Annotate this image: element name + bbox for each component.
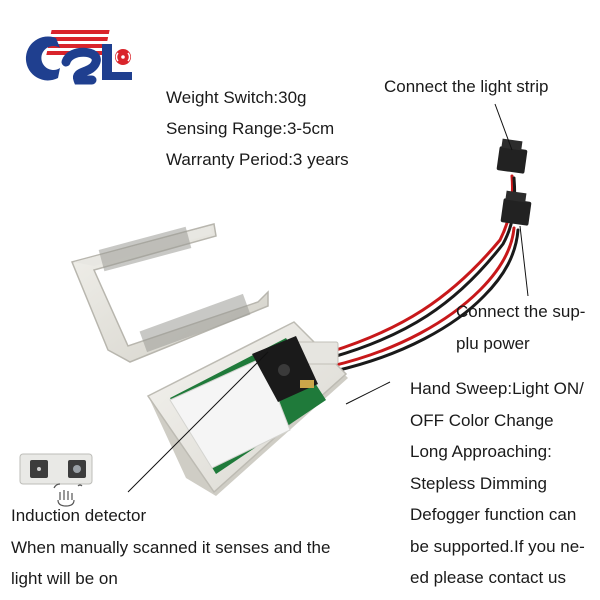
callout-power-line-2: plu power bbox=[456, 333, 530, 353]
hand-sweep-line-5: Defogger function can bbox=[410, 505, 577, 524]
hand-wave-icon bbox=[53, 483, 83, 507]
hand-sweep-line-7: ed please contact us bbox=[410, 568, 566, 587]
callout-power: Connect the sup- plu power bbox=[456, 296, 585, 359]
sensor-housing bbox=[146, 321, 348, 496]
detector-line-2: When manually scanned it senses and the bbox=[11, 537, 331, 557]
hand-sweep-line-6: be supported.If you ne- bbox=[410, 536, 585, 556]
mounting-bracket bbox=[70, 223, 269, 363]
brand-logo bbox=[25, 30, 132, 85]
connector-light-strip bbox=[496, 138, 528, 174]
detector-line-1: Induction detector bbox=[11, 506, 147, 525]
hand-sweep-line-4: Stepless Dimming bbox=[410, 473, 547, 493]
callout-induction-detector: Induction detector When manually scanned… bbox=[11, 500, 330, 595]
spec-warranty: Warranty Period:3 years bbox=[166, 150, 349, 169]
spec-weight: Weight Switch:30g bbox=[166, 88, 307, 107]
connector-power bbox=[500, 190, 532, 226]
hand-sweep-line-1: Hand Sweep:Light ON/ bbox=[410, 379, 584, 398]
callout-leader-lines bbox=[127, 103, 529, 493]
sensor-chip-sample bbox=[19, 453, 93, 485]
hand-sweep-line-2: OFF Color Change bbox=[410, 410, 554, 430]
callout-light-strip: Connect the light strip bbox=[384, 77, 549, 96]
detector-line-3: light will be on bbox=[11, 569, 118, 588]
callout-power-line-1: Connect the sup- bbox=[456, 302, 586, 321]
callout-hand-sweep: Hand Sweep:Light ON/ OFF Color Change Lo… bbox=[410, 373, 585, 594]
hand-sweep-line-3: Long Approaching: bbox=[410, 442, 552, 461]
spec-sensing-range: Sensing Range:3-5cm bbox=[166, 119, 335, 138]
